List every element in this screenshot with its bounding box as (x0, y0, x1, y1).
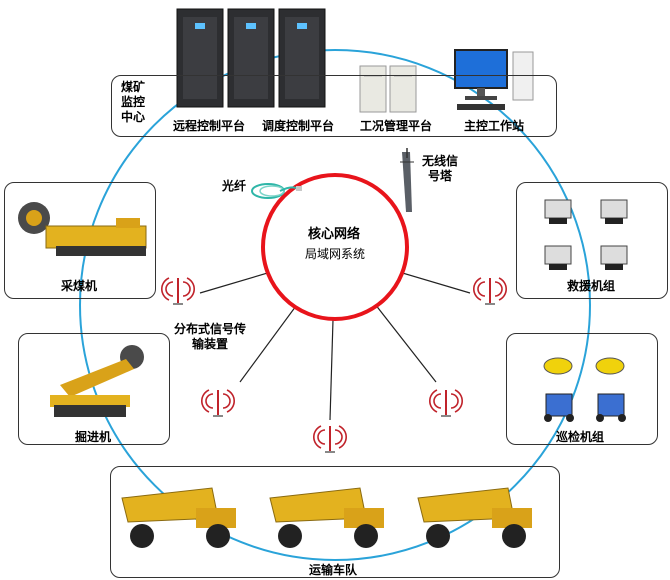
server-rack-icon (227, 8, 275, 108)
signal-antenna-icon (201, 389, 235, 417)
inspection-panel (506, 333, 658, 445)
fiber-cable-icon (251, 183, 302, 199)
core-network-title: 核心网络 (308, 227, 361, 242)
main-workstation-label: 主控工作站 (464, 119, 525, 133)
control-center-title-line: 监控 (120, 95, 145, 109)
rescue-robot-image (544, 199, 628, 270)
inspection-label: 巡检机组 (556, 430, 605, 444)
rescue-label: 救援机组 (567, 279, 616, 293)
roadheader-label: 掘进机 (75, 430, 112, 444)
distributed-label-line: 输装置 (191, 337, 228, 351)
roadheader-image (50, 345, 144, 417)
distributed-transmission-label: 分布式信号传 输装置 (160, 322, 260, 352)
core-ring (261, 173, 409, 321)
control-center-title-line: 中心 (120, 110, 145, 124)
dispatch-control-platform-label: 调度控制平台 (262, 119, 335, 133)
haul-fleet-panel (110, 466, 560, 578)
rescue-panel (516, 182, 668, 299)
signal-antenna-icon (429, 389, 463, 417)
wireless-tower-label: 无线信 号塔 (416, 154, 464, 184)
distributed-label-line: 分布式信号传 (173, 322, 246, 336)
lan-system-label: 局域网系统 (305, 247, 366, 261)
control-center-title-line: 煤矿 (120, 80, 145, 94)
signal-antenna-icon (473, 277, 507, 305)
wireless-tower-icon (400, 148, 414, 212)
desktop-workstation-icon (454, 49, 534, 110)
remote-control-platform-label: 远程控制平台 (173, 119, 246, 133)
control-center-title: 煤矿 监控 中心 (116, 80, 150, 125)
shearer-panel (4, 182, 156, 299)
wireless-tower-label-line: 无线信 (421, 154, 458, 168)
haul-truck-image (121, 487, 236, 548)
wireless-tower-label-line: 号塔 (427, 169, 452, 183)
signal-antenna-icon (313, 425, 347, 453)
server-rack-icon (176, 8, 224, 108)
server-rack-icon (278, 8, 326, 108)
haul-fleet-label: 运输车队 (309, 563, 358, 577)
haul-truck-image (269, 487, 384, 548)
fiber-label: 光纤 (222, 179, 247, 193)
control-center-panel (111, 75, 557, 137)
inspection-robot-image (543, 357, 626, 422)
shearer-label: 采煤机 (61, 279, 98, 293)
shearer-image (18, 202, 147, 256)
signal-antenna-icon (161, 277, 195, 305)
outer-ring (79, 49, 591, 561)
roadheader-panel (18, 333, 170, 445)
industrial-pc-icon (359, 65, 417, 113)
haul-truck-image (417, 487, 532, 548)
condition-management-platform-label: 工况管理平台 (360, 119, 433, 133)
